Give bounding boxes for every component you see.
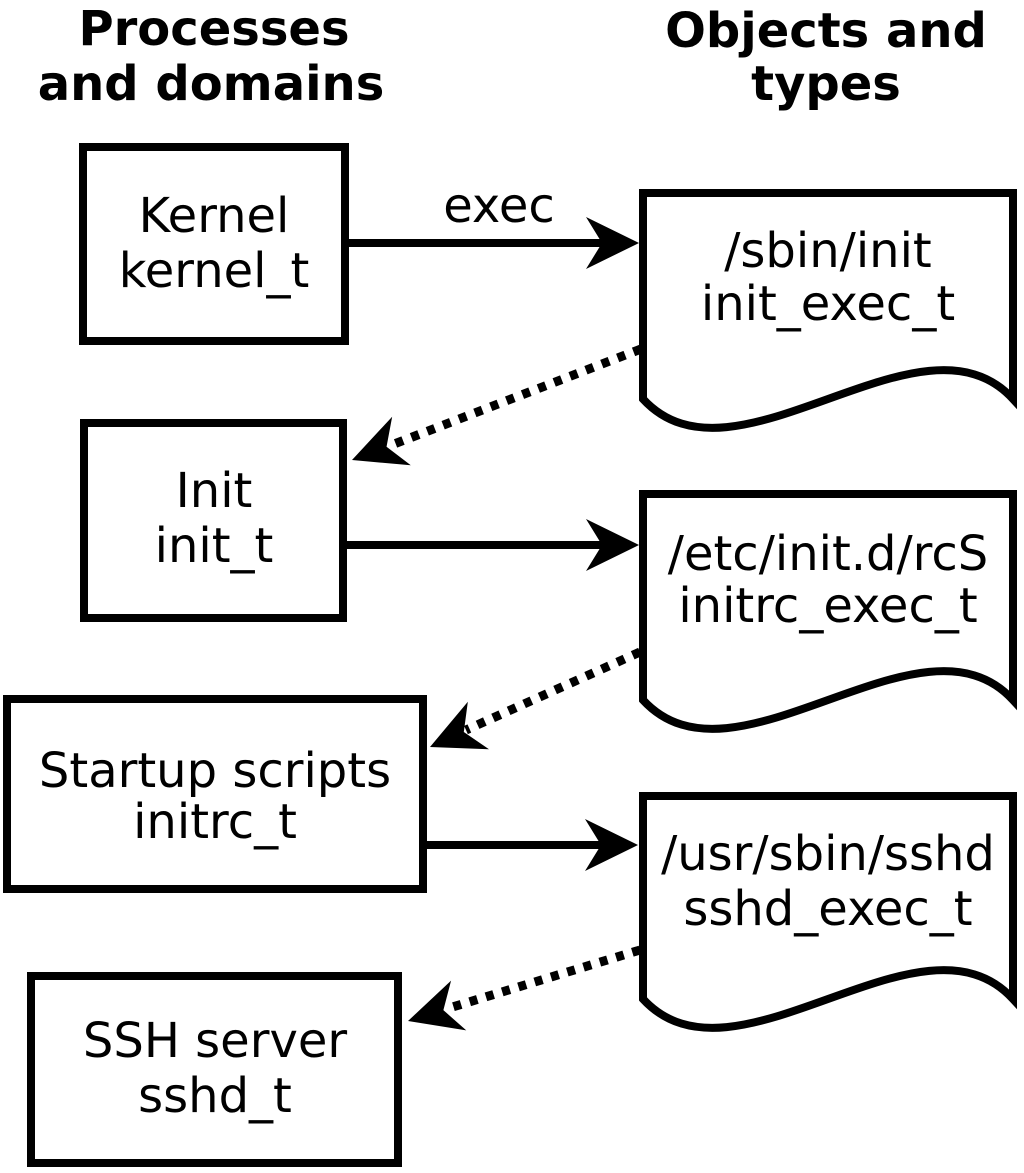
arrowhead-icon	[586, 217, 639, 269]
document-shape	[639, 189, 1017, 432]
document-shape	[639, 490, 1017, 733]
object-doc-usr-sbin-sshd: /usr/sbin/sshd sshd_exec_t	[639, 792, 1017, 1032]
process-box-startup-scripts: Startup scripts initrc_t	[3, 695, 427, 893]
transition-arrow-initrc-exec-to-initrc	[430, 647, 642, 750]
transition-arrow-sshd-exec-to-sshd	[408, 945, 642, 1031]
arrowhead-icon	[352, 416, 411, 466]
object-doc-sbin-init: /sbin/init init_exec_t	[639, 189, 1017, 432]
process-domain: kernel_t	[119, 243, 310, 299]
object-path: /etc/init.d/rcS	[668, 526, 988, 582]
transition-arrow-init-exec-to-init	[352, 344, 643, 466]
object-path: /usr/sbin/sshd	[661, 826, 995, 882]
process-name: Startup scripts	[39, 743, 391, 799]
object-type: init_exec_t	[701, 276, 955, 332]
process-box-rect	[3, 695, 427, 893]
object-path: /sbin/init	[724, 223, 932, 279]
column-header-objects: Objects and types	[665, 3, 987, 112]
transition-line-1	[387, 344, 643, 451]
header-right-line1: Objects and	[665, 3, 987, 59]
process-box-rect	[27, 972, 402, 1167]
process-name: Init	[176, 463, 253, 519]
header-right-line2: types	[751, 56, 901, 112]
process-box-init: Init init_t	[80, 419, 347, 622]
object-doc-etc-initd-rcS: /etc/init.d/rcS initrc_exec_t	[639, 490, 1017, 733]
process-domain: init_t	[155, 518, 274, 574]
process-box-rect	[80, 419, 347, 622]
exec-arrow-label: exec	[443, 178, 555, 234]
process-box-rect	[79, 143, 349, 345]
exec-arrow-kernel-to-sbin-init: exec	[349, 178, 639, 269]
object-type: sshd_exec_t	[683, 881, 972, 937]
exec-arrow-init-to-rcS	[347, 519, 639, 571]
column-header-processes: Processes and domains	[38, 1, 385, 112]
document-shape	[639, 792, 1017, 1032]
process-domain: sshd_t	[138, 1068, 292, 1124]
arrowhead-icon	[586, 519, 639, 571]
transition-line-2	[464, 647, 642, 735]
process-name: SSH server	[83, 1013, 348, 1069]
process-box-kernel: Kernel kernel_t	[79, 143, 349, 345]
process-box-ssh-server: SSH server sshd_t	[27, 972, 402, 1167]
header-left-line1: Processes	[78, 1, 349, 57]
arrowhead-icon	[585, 819, 638, 871]
arrowhead-icon	[430, 701, 489, 750]
transition-line-3	[444, 945, 642, 1014]
process-domain: initrc_t	[133, 794, 297, 850]
exec-arrow-initrc-to-sshd	[427, 819, 638, 871]
process-name: Kernel	[139, 188, 290, 244]
header-left-line2: and domains	[38, 56, 385, 112]
object-type: initrc_exec_t	[678, 578, 977, 634]
arrowhead-icon	[408, 980, 467, 1031]
